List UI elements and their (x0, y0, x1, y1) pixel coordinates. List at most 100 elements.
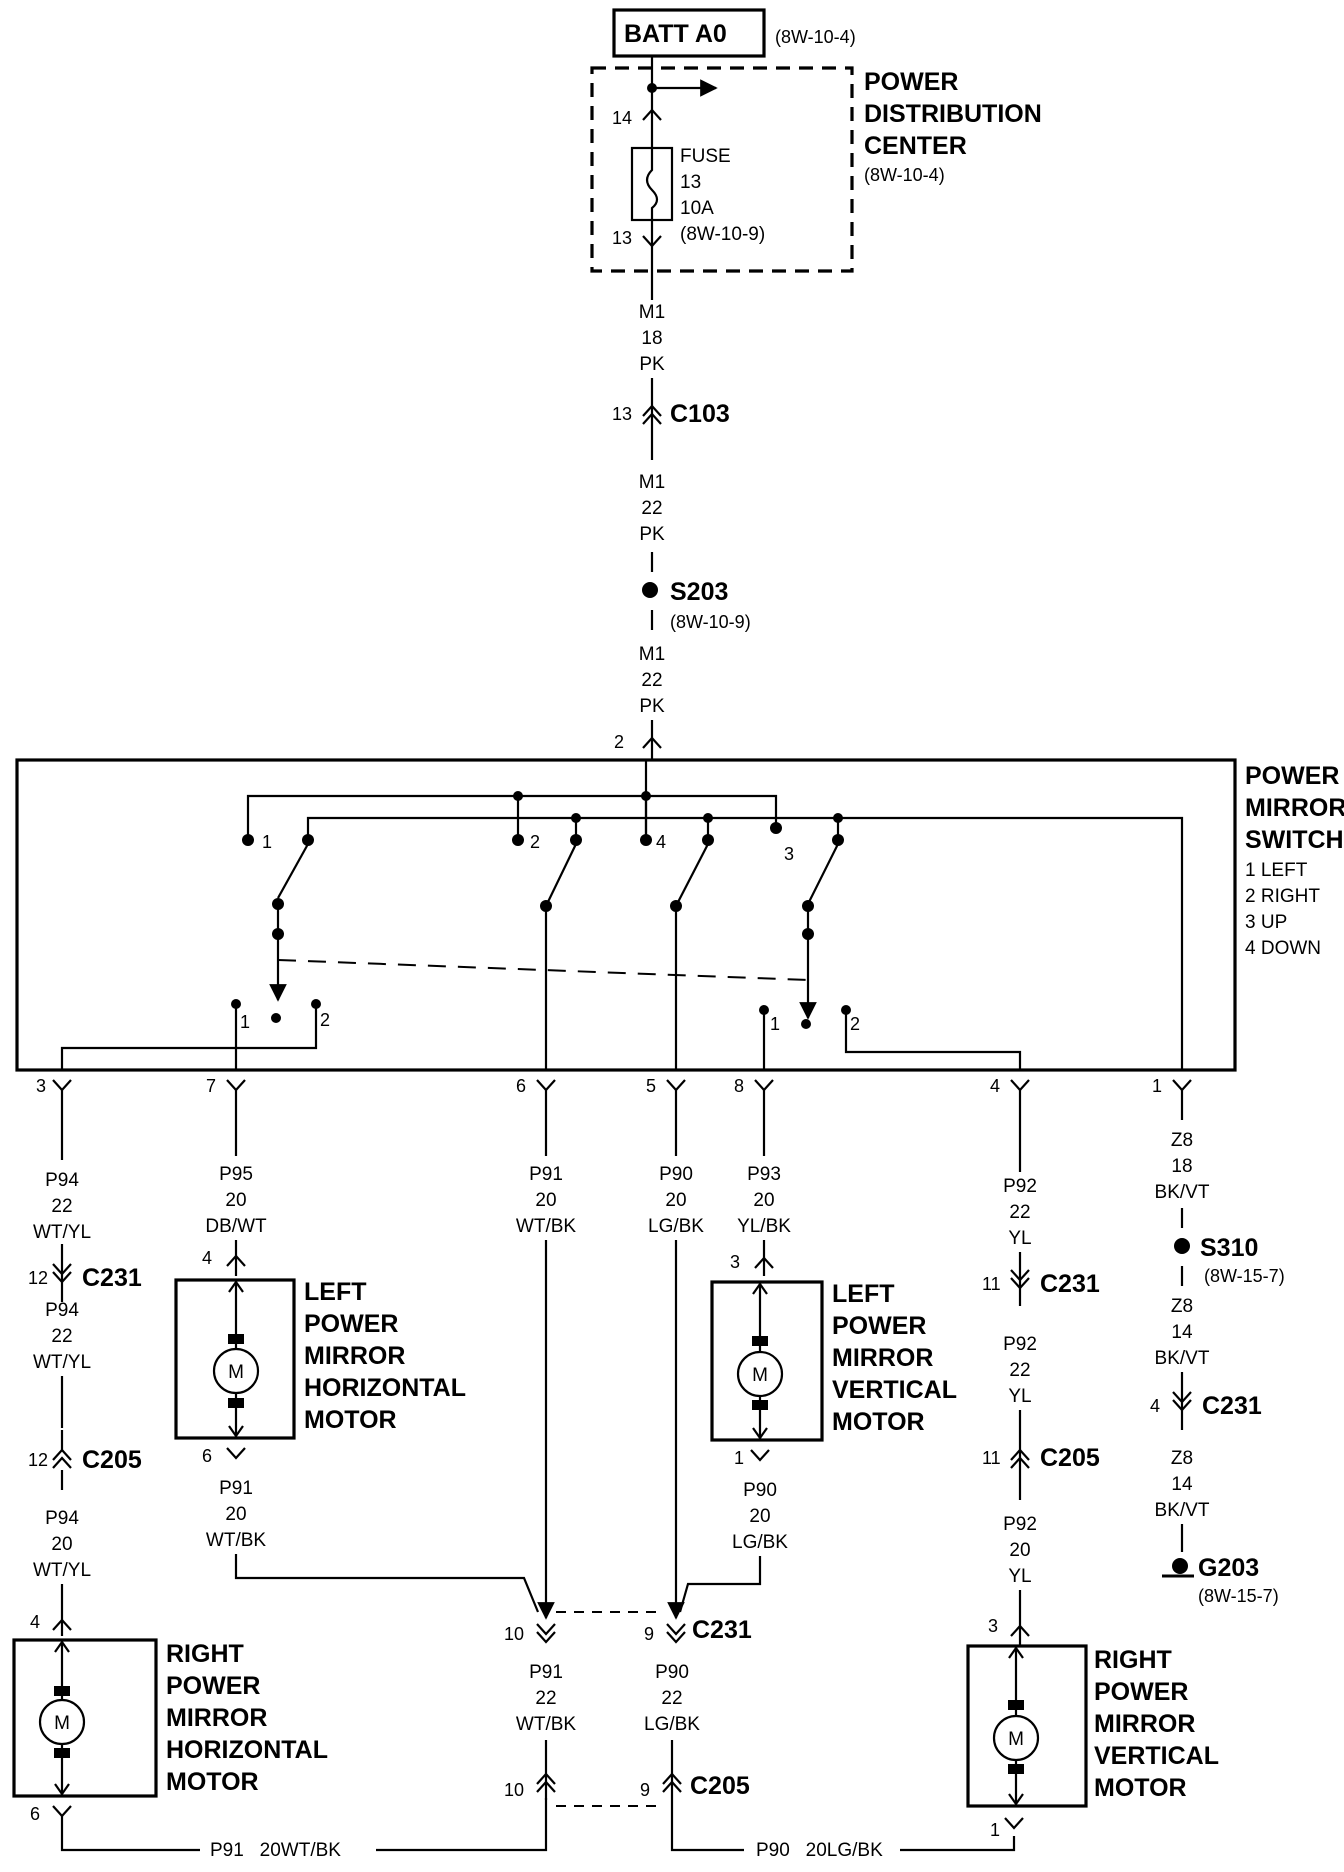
lv-pin-top: 3 (730, 1252, 740, 1272)
wire-z8-mid-3: BK/VT (1155, 1348, 1210, 1369)
wire-m1-mid-1: M1 (639, 472, 665, 493)
rh-motor (12, 1638, 158, 1798)
wire-p94-low-1: P94 (45, 1508, 79, 1529)
c231-pin-12: 12 (28, 1268, 48, 1288)
wire-p94-top-3: WT/YL (33, 1222, 91, 1243)
wire-p92-top-2: 22 (1009, 1202, 1030, 1223)
wire-p94-low-2: 20 (51, 1534, 72, 1555)
switch-legend-4: 4 DOWN (1245, 938, 1321, 959)
switch-title-3: SWITCH (1245, 826, 1344, 854)
rv-title-2: POWER (1094, 1678, 1188, 1706)
rv-title-1: RIGHT (1094, 1646, 1172, 1674)
wire-p92-top-3: YL (1008, 1228, 1031, 1249)
wire-p92-mid-2: 22 (1009, 1360, 1030, 1381)
rv-title-5: MOTOR (1094, 1774, 1187, 1802)
switch-pin-7: 7 (206, 1076, 216, 1096)
wire-p94-mid-1: P94 (45, 1300, 79, 1321)
wire-z8-low-1: Z8 (1171, 1448, 1193, 1469)
s203-name: S203 (670, 578, 728, 606)
g203-ground (1172, 1558, 1188, 1574)
c231-left-name: C231 (82, 1264, 142, 1292)
wire-p90-bot-2: 22 (661, 1688, 682, 1709)
wire-p95-1: P95 (219, 1164, 253, 1185)
s310-splice (1174, 1238, 1190, 1254)
lv-motor (710, 1280, 824, 1442)
wire-m1-top-3: PK (639, 354, 665, 375)
wire-p91-bot-3: WT/BK (516, 1714, 576, 1735)
wire-p93-1: P93 (747, 1164, 781, 1185)
lh-title-1: LEFT (304, 1278, 367, 1306)
rv-motor (966, 1644, 1088, 1808)
pdc-pin-in: 14 (612, 108, 632, 128)
wire-p91-left-3: WT/BK (206, 1530, 266, 1551)
wire-p94-low-3: WT/YL (33, 1560, 91, 1581)
c205-pin-12: 12 (28, 1450, 48, 1470)
fuse-label-3: 10A (680, 198, 714, 219)
lh-motor-symbol: M (228, 1362, 244, 1383)
rh-title-4: HORIZONTAL (166, 1736, 328, 1764)
lh-title-3: MIRROR (304, 1342, 405, 1370)
wire-z8-low-3: BK/VT (1155, 1500, 1210, 1521)
switch-contact-r2: 2 (850, 1014, 860, 1034)
wire-p90-right-1: P90 (743, 1480, 777, 1501)
wire-p92-low-3: YL (1008, 1566, 1031, 1587)
rv-title-4: VERTICAL (1094, 1742, 1219, 1770)
lh-pin-top: 4 (202, 1248, 212, 1268)
switch-box (15, 758, 1237, 1072)
c231-right-name: C231 (1040, 1270, 1100, 1298)
lv-title-2: POWER (832, 1312, 926, 1340)
pdc-title-3: CENTER (864, 132, 967, 160)
c231-pin-10: 10 (504, 1624, 524, 1644)
wire-p90-top-3: LG/BK (648, 1216, 704, 1237)
lh-title-4: HORIZONTAL (304, 1374, 466, 1402)
switch-title-2: MIRROR (1245, 794, 1344, 822)
wire-p91-top-1: P91 (529, 1164, 563, 1185)
rh-title-3: MIRROR (166, 1704, 267, 1732)
wire-p91-left-2: 20 (225, 1504, 246, 1525)
c205-right-name: C205 (1040, 1444, 1100, 1472)
rv-motor-symbol: M (1008, 1729, 1024, 1750)
wire-p94-mid-2: 22 (51, 1326, 72, 1347)
batt-ref: (8W-10-4) (775, 27, 856, 47)
batt-box (612, 8, 766, 58)
switch-legend-2: 2 RIGHT (1245, 886, 1320, 907)
pdc-title-1: POWER (864, 68, 958, 96)
pdc-ref: (8W-10-4) (864, 165, 945, 185)
wire-m1-top-2: 18 (641, 328, 662, 349)
c205-center-name: C205 (690, 1772, 750, 1800)
switch-internals (60, 760, 1184, 1070)
g203-ref: (8W-15-7) (1198, 1586, 1279, 1606)
wire-z8-top-3: BK/VT (1155, 1182, 1210, 1203)
g203-name: G203 (1198, 1554, 1259, 1582)
wire-p94-mid-3: WT/YL (33, 1352, 91, 1373)
switch-output-pins (52, 1079, 1192, 1092)
rh-motor-symbol: M (54, 1713, 70, 1734)
lv-title-1: LEFT (832, 1280, 895, 1308)
wire-z8-low-2: 14 (1171, 1474, 1193, 1495)
lv-motor-symbol: M (752, 1365, 768, 1386)
fuse-label-2: 13 (680, 172, 701, 193)
rh-title-1: RIGHT (166, 1640, 244, 1668)
wire-p90-right-2: 20 (749, 1506, 770, 1527)
wire-p94-top-1: P94 (45, 1170, 79, 1191)
c205-pin-11: 11 (982, 1448, 1001, 1468)
lv-title-3: MIRROR (832, 1344, 933, 1372)
wire-z8-mid-2: 14 (1171, 1322, 1193, 1343)
rh-title-2: POWER (166, 1672, 260, 1700)
switch-contact-1: 1 (262, 832, 272, 852)
lv-title-4: VERTICAL (832, 1376, 957, 1404)
wire-m1-low-1: M1 (639, 644, 665, 665)
c205-pin-9: 9 (640, 1780, 650, 1800)
lv-title-5: MOTOR (832, 1408, 925, 1436)
switch-contact-4: 4 (656, 832, 666, 852)
switch-in-pin: 2 (614, 732, 624, 752)
wire-p90-right-3: LG/BK (732, 1532, 788, 1553)
batt-label: BATT A0 (624, 20, 727, 48)
wire-p92-mid-1: P92 (1003, 1334, 1037, 1355)
switch-legend-3: 3 UP (1245, 912, 1287, 933)
wire-bottom-right: P90 20LG/BK (756, 1840, 883, 1861)
rv-title-3: MIRROR (1094, 1710, 1195, 1738)
s203-splice (642, 582, 658, 598)
switch-pin-5: 5 (646, 1076, 656, 1096)
switch-contact-r1: 1 (770, 1014, 780, 1034)
